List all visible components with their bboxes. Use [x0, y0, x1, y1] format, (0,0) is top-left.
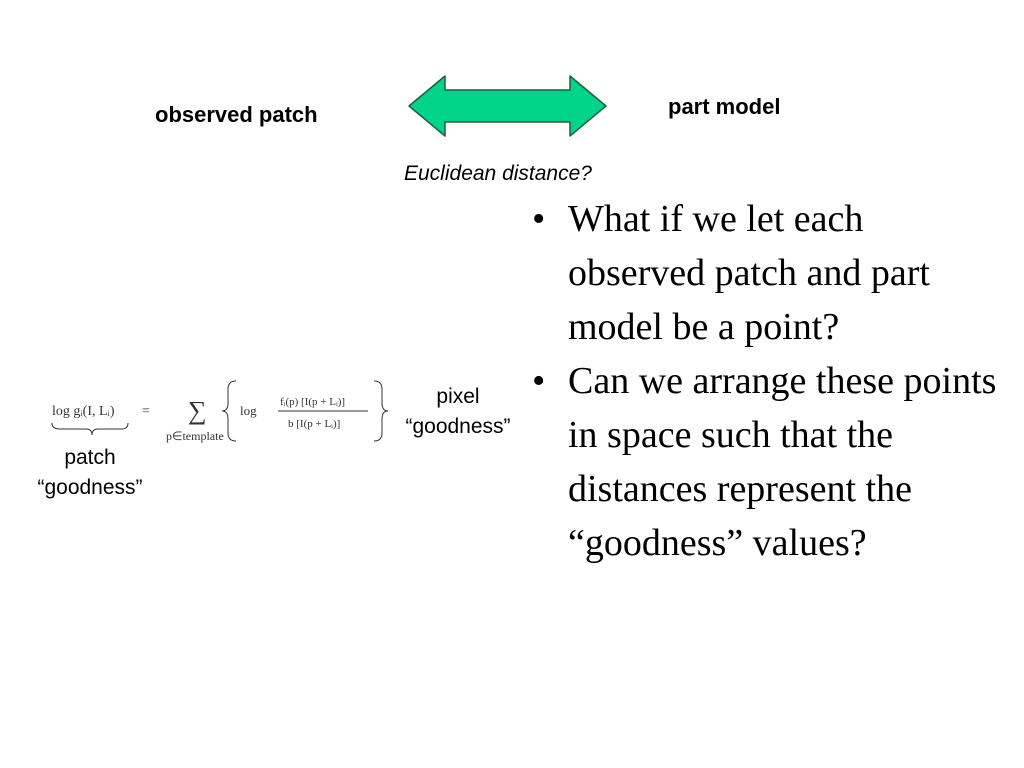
underbrace — [51, 422, 129, 436]
formula-log: log — [240, 403, 257, 418]
bullet-text: What if we let each observed patch and p… — [568, 198, 930, 348]
bullet-marker: • — [532, 360, 546, 402]
goodness-label-line: “goodness” — [405, 415, 511, 438]
euclidean-distance-label: Euclidean distance? — [404, 162, 592, 185]
double-arrow-icon — [408, 75, 607, 137]
bullet-text: Can we arrange these points in space suc… — [568, 360, 997, 564]
pixel-label-line: pixel — [436, 385, 480, 408]
left-brace — [221, 380, 237, 442]
formula-lhs: log gᵢ(I, Lᵢ) — [52, 404, 115, 419]
observed-patch-label: observed patch — [155, 102, 318, 127]
bullet-marker: • — [532, 198, 546, 240]
pixel-goodness-label: pixel “goodness” — [393, 382, 523, 442]
bullet-list: • What if we let each observed patch and… — [528, 192, 998, 570]
patch-goodness-label: patch “goodness” — [20, 443, 160, 503]
sum-subscript: p∈template — [166, 429, 224, 443]
formula-equals: = — [142, 404, 150, 419]
part-model-label: part model — [668, 94, 781, 119]
double-arrow-shape — [408, 75, 607, 137]
sum-symbol: ∑ — [188, 396, 207, 425]
bullet-item: • Can we arrange these points in space s… — [528, 354, 998, 570]
right-brace — [373, 380, 389, 442]
patch-label-line: patch — [64, 446, 116, 469]
formula-numerator: fᵢ(p) [I(p + Lᵢ)] — [280, 396, 345, 408]
bullet-item: • What if we let each observed patch and… — [528, 192, 998, 354]
formula-denominator: b [I(p + Lᵢ)] — [288, 418, 340, 430]
goodness-formula: log gᵢ(I, Lᵢ) = ∑ p∈template log fᵢ(p) [… — [51, 380, 389, 443]
goodness-label-line: “goodness” — [37, 476, 143, 499]
